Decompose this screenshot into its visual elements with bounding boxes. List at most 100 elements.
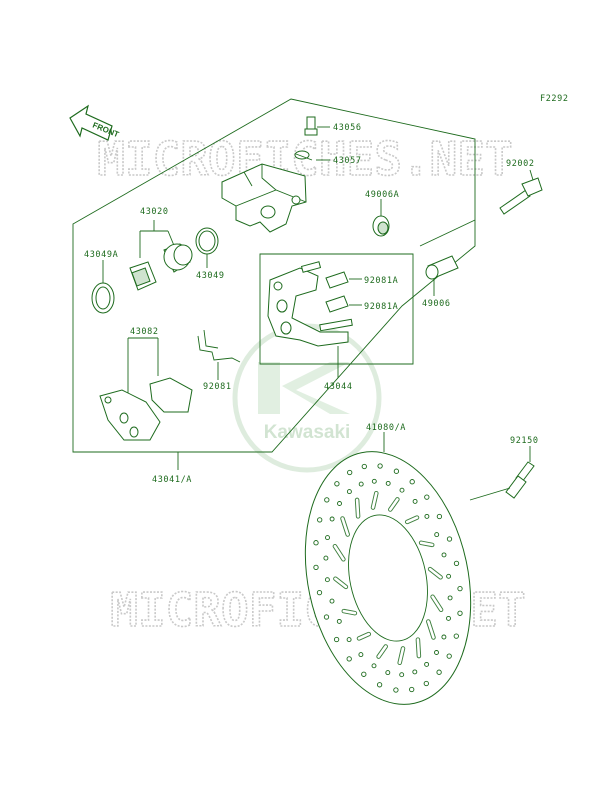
disc-hole bbox=[346, 489, 352, 495]
caliper-body bbox=[221, 163, 307, 233]
caliper-bracket bbox=[267, 261, 353, 378]
disc-hole bbox=[453, 633, 459, 639]
disc-hole bbox=[399, 487, 405, 493]
disc-slot-inner bbox=[405, 516, 419, 524]
disc-slot-inner bbox=[377, 645, 388, 658]
front-arrow-icon: FRONT bbox=[69, 104, 120, 141]
disc-hole bbox=[329, 516, 335, 522]
label-43049: 43049 bbox=[196, 271, 225, 281]
label-41080A: 41080/A bbox=[366, 423, 406, 433]
disc-hole bbox=[436, 513, 443, 520]
disc-hole bbox=[424, 513, 430, 519]
brake-pads bbox=[99, 337, 193, 441]
disc-hole bbox=[334, 481, 340, 487]
piston-seal bbox=[195, 227, 219, 268]
disc-hole bbox=[447, 595, 453, 601]
disc-hole bbox=[329, 598, 335, 604]
disc-slot-inner bbox=[428, 567, 442, 579]
disc-hole bbox=[346, 656, 352, 662]
disc-slot-inner bbox=[398, 647, 405, 665]
disc-hole bbox=[393, 468, 400, 474]
disc-hole bbox=[333, 636, 340, 643]
disc-hole bbox=[446, 573, 452, 579]
disc-hole bbox=[371, 478, 377, 484]
bracket-subassembly-box bbox=[259, 253, 414, 365]
caliper-bolt bbox=[499, 169, 543, 215]
disc-hole bbox=[376, 682, 383, 688]
disc-hole bbox=[409, 686, 415, 693]
disc-hole bbox=[457, 610, 463, 616]
bleeder-cap bbox=[294, 150, 330, 161]
label-43082: 43082 bbox=[130, 327, 159, 337]
brake-disc bbox=[304, 432, 472, 705]
figure-code: F2292 bbox=[540, 94, 569, 104]
slide-collar bbox=[425, 255, 459, 296]
disc-slot-inner bbox=[334, 577, 348, 589]
disc-hole bbox=[313, 564, 319, 571]
disc-hole bbox=[393, 687, 399, 693]
disc-hole bbox=[409, 479, 415, 485]
disc-slot-inner bbox=[342, 609, 357, 615]
disc-hole bbox=[325, 535, 330, 541]
label-43057: 43057 bbox=[333, 156, 362, 166]
disc-hole bbox=[434, 532, 440, 538]
label-43056: 43056 bbox=[333, 123, 362, 133]
disc-hole bbox=[446, 653, 452, 659]
label-92150: 92150 bbox=[510, 436, 539, 446]
disc-hole bbox=[434, 650, 439, 655]
disc-slot-inner bbox=[341, 517, 350, 536]
kawasaki-logo-text: Kawasaki bbox=[264, 422, 351, 443]
pad-spring-lower bbox=[325, 295, 362, 313]
label-49006A: 49006A bbox=[365, 190, 399, 200]
label-92081A-upper: 92081A bbox=[364, 276, 398, 286]
label-92081: 92081 bbox=[203, 382, 232, 392]
disc-hole bbox=[399, 672, 405, 678]
label-92081A-lower: 92081A bbox=[364, 302, 398, 312]
disc-slot-inner bbox=[355, 498, 360, 518]
disc-hole bbox=[358, 481, 364, 487]
disc-hole bbox=[324, 577, 330, 583]
disc-hole bbox=[336, 618, 342, 624]
disc-slot-inner bbox=[416, 638, 421, 658]
disc-slots bbox=[332, 490, 444, 666]
disc-hole bbox=[316, 589, 323, 596]
disc-hole bbox=[337, 501, 342, 506]
label-43020: 43020 bbox=[140, 207, 169, 217]
piston-set bbox=[129, 220, 193, 291]
disc-hole bbox=[361, 463, 367, 470]
disc-hole bbox=[385, 670, 391, 676]
disc-hole bbox=[453, 560, 460, 567]
bleeder-valve bbox=[304, 116, 330, 136]
anti-rattle-spring bbox=[197, 329, 241, 380]
disc-hole bbox=[347, 469, 353, 476]
dust-seal bbox=[91, 260, 115, 314]
disc-hole bbox=[323, 555, 329, 561]
kawasaki-logo-watermark: Kawasaki bbox=[232, 323, 382, 473]
disc-hole bbox=[441, 552, 447, 558]
disc-hole bbox=[371, 663, 377, 669]
disc-holes bbox=[313, 463, 463, 693]
disc-hole bbox=[324, 497, 330, 503]
disc-slot-inner bbox=[431, 595, 443, 612]
disc-hole bbox=[346, 637, 352, 643]
leader-49006-box bbox=[419, 219, 476, 247]
disc-hole bbox=[323, 614, 330, 620]
disc-hole bbox=[313, 540, 319, 546]
disc-hole bbox=[317, 517, 323, 523]
disc-hole bbox=[412, 498, 418, 504]
disc-hole bbox=[377, 463, 383, 469]
disc-slot-inner bbox=[357, 632, 371, 640]
label-43041A: 43041/A bbox=[152, 475, 192, 485]
label-92002: 92002 bbox=[506, 159, 535, 169]
disc-hole bbox=[358, 652, 364, 658]
disc-hole bbox=[412, 669, 418, 675]
disc-hole bbox=[361, 671, 367, 677]
disc-hole bbox=[441, 634, 447, 640]
disc-hole bbox=[446, 536, 453, 542]
label-43049A: 43049A bbox=[84, 250, 118, 260]
disc-hole bbox=[446, 615, 451, 621]
disc-hole bbox=[436, 669, 442, 675]
disc-bolt bbox=[469, 446, 535, 501]
label-43044: 43044 bbox=[324, 382, 353, 392]
